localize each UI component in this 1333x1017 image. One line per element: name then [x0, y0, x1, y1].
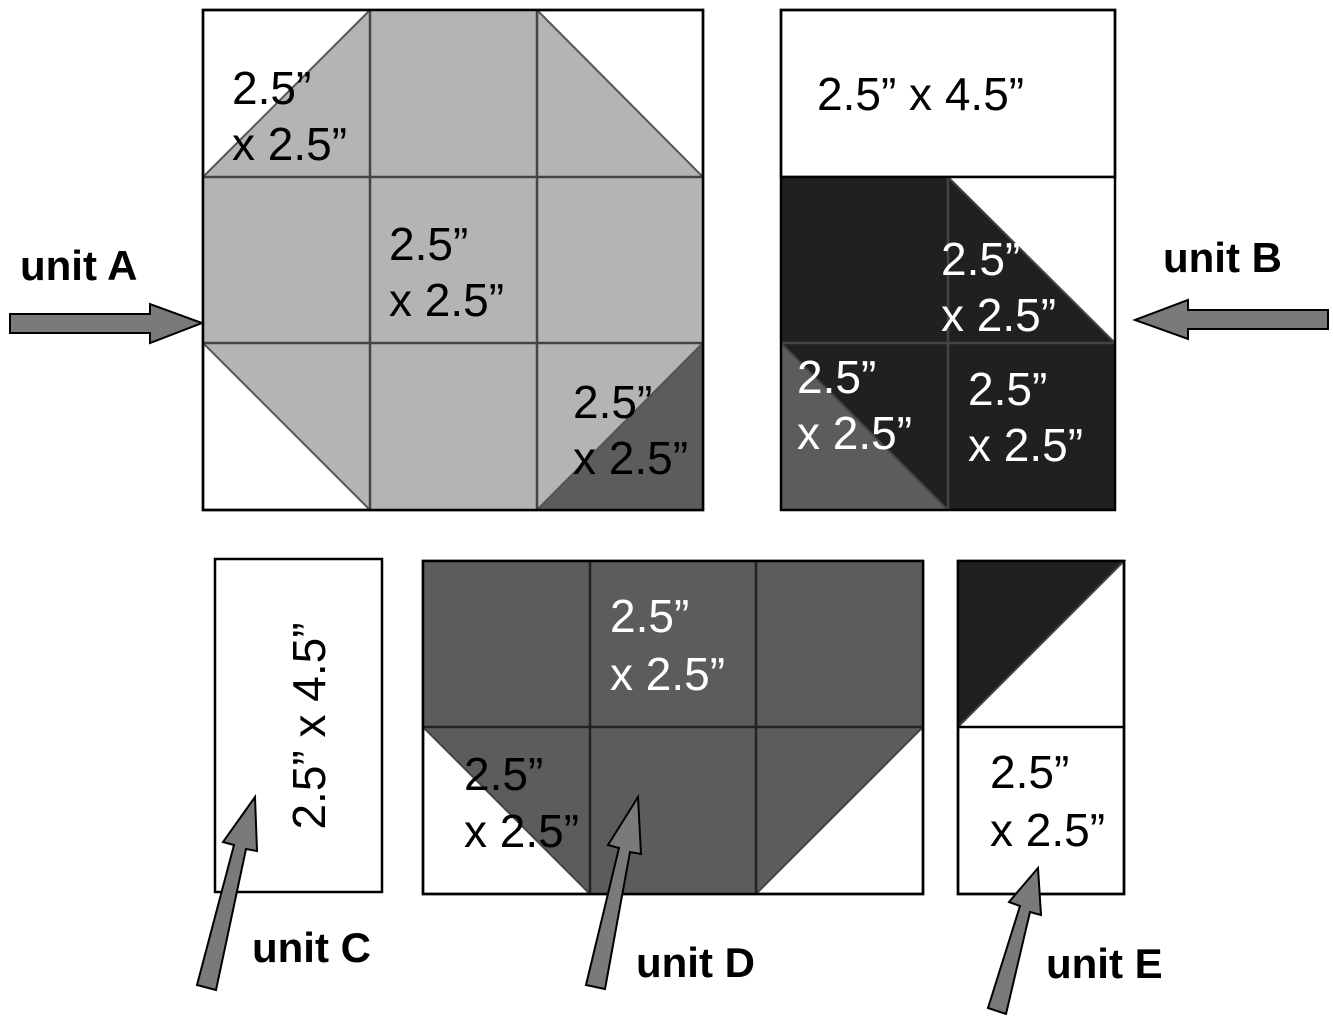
unit-e-block: 2.5” x 2.5” — [956, 559, 1127, 896]
dim-line2: x 2.5” — [797, 407, 912, 459]
unit-d-dim-1: 2.5” x 2.5” — [610, 590, 725, 700]
unit-a-dim-2: 2.5” x 2.5” — [389, 218, 504, 326]
unit-a-arrow — [9, 302, 205, 345]
dim-line1: 2.5” — [464, 748, 543, 800]
dim-line1: 2.5” — [990, 746, 1069, 798]
dim-line2: x 2.5” — [389, 274, 504, 326]
unit-b-label: unit B — [1163, 234, 1282, 281]
unit-c-arrow — [195, 794, 259, 992]
unit-a-label: unit A — [20, 242, 137, 289]
dim-line2: x 2.5” — [990, 804, 1105, 856]
unit-b-dim-2: 2.5” x 2.5” — [797, 351, 912, 459]
unit-c-dim: 2.5” x 4.5” — [283, 622, 335, 829]
unit-b-block: 2.5” x 4.5” 2.5” x 2.5” 2.5” x 2.5” 2.5”… — [779, 8, 1117, 512]
unit-d-arrow — [584, 793, 643, 991]
dim-line1: 2.5” — [232, 62, 311, 114]
dim-line2: x 2.5” — [464, 805, 579, 857]
dim-line1: 2.5” — [389, 218, 468, 270]
dim-line1: 2.5” — [573, 376, 652, 428]
unit-e-dim: 2.5” x 2.5” — [990, 746, 1105, 856]
unit-b-dim-3: 2.5” x 2.5” — [968, 363, 1083, 471]
unit-d-dim-2: 2.5” x 2.5” — [464, 748, 579, 857]
dim-line1: 2.5” — [610, 590, 689, 642]
dim-line2: x 2.5” — [573, 432, 688, 484]
unit-c-label: unit C — [252, 924, 371, 971]
dim-line1: 2.5” — [968, 363, 1047, 415]
unit-a-dim-3: 2.5” x 2.5” — [573, 376, 688, 484]
unit-d-block: 2.5” x 2.5” 2.5” x 2.5” — [421, 559, 925, 896]
unit-b-arrow — [1132, 298, 1329, 341]
dim-line2: x 2.5” — [232, 118, 347, 170]
dim-line1: 2.5” — [941, 233, 1020, 285]
unit-b-dim-1: 2.5” x 2.5” — [941, 233, 1056, 341]
dim-line1: 2.5” — [797, 351, 876, 403]
dim-line2: x 2.5” — [610, 648, 725, 700]
dim-line2: x 2.5” — [968, 419, 1083, 471]
unit-d-label: unit D — [636, 939, 755, 986]
dim-line2: x 2.5” — [941, 289, 1056, 341]
unit-e-arrow — [986, 865, 1043, 1016]
unit-b-rect-dim: 2.5” x 4.5” — [817, 68, 1024, 120]
unit-a-dim-1: 2.5” x 2.5” — [232, 62, 347, 170]
unit-e-label: unit E — [1046, 940, 1163, 987]
unit-a-block: 2.5” x 2.5” 2.5” x 2.5” 2.5” x 2.5” — [201, 8, 705, 512]
